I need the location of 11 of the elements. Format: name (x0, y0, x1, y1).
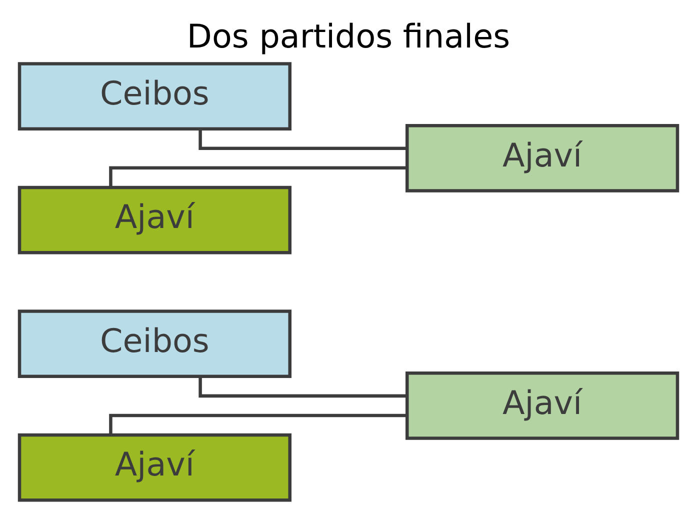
connector (198, 376, 406, 398)
node-box: Ceibos (17, 62, 291, 130)
diagram-title: Dos partidos finales (186, 17, 510, 56)
node-box: Ceibos (17, 310, 291, 378)
node-box: Ajaví (17, 433, 291, 502)
node-box: Ajaví (405, 124, 679, 192)
connector (108, 166, 406, 188)
node-box: Ajaví (17, 186, 291, 254)
connector (198, 128, 406, 150)
node-box: Ajaví (405, 372, 679, 440)
connector (108, 414, 406, 435)
